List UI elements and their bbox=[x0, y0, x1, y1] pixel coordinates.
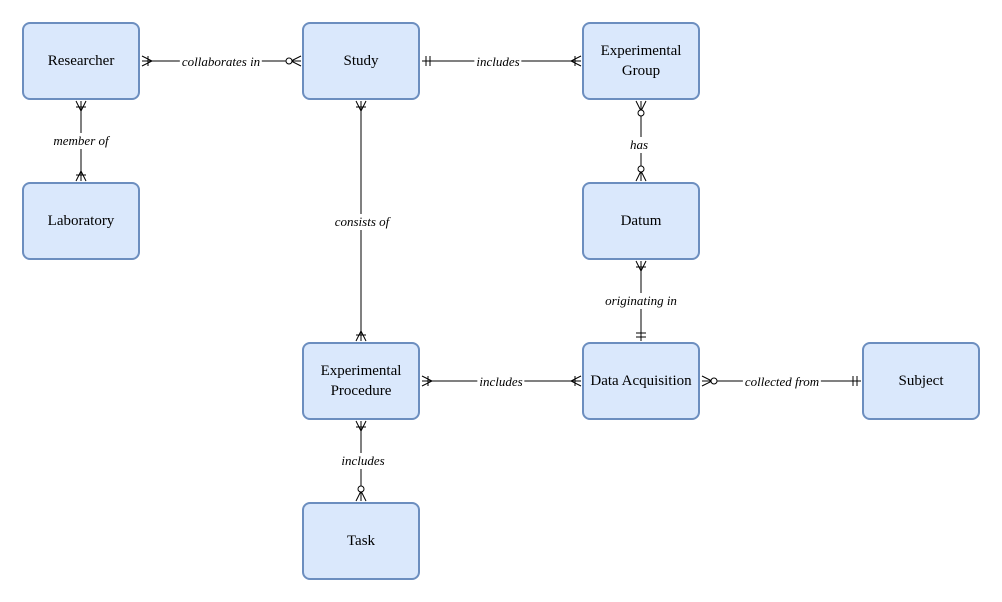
marker-one-or-many bbox=[569, 55, 582, 67]
label-collaborates-in: collaborates in bbox=[179, 54, 263, 70]
entity-datum[interactable]: Datum bbox=[582, 182, 700, 260]
marker-one-or-many bbox=[635, 260, 647, 273]
marker-exactly-one bbox=[425, 56, 431, 66]
marker-one-or-many bbox=[355, 329, 367, 342]
marker-one-or-many bbox=[569, 375, 582, 387]
entity-task[interactable]: Task bbox=[302, 502, 420, 580]
marker-exactly-one bbox=[636, 332, 646, 338]
marker-one-or-many bbox=[75, 169, 87, 182]
marker-one-or-many bbox=[75, 100, 87, 113]
entity-experimental-procedure[interactable]: Experimental Procedure bbox=[302, 342, 420, 420]
marker-one-or-many bbox=[141, 55, 154, 67]
label-includes-task: includes bbox=[339, 453, 387, 469]
entity-laboratory[interactable]: Laboratory bbox=[22, 182, 140, 260]
marker-zero-or-many bbox=[355, 485, 367, 502]
label-includes-acquisition: includes bbox=[477, 374, 525, 390]
label-consists-of: consists of bbox=[332, 214, 392, 230]
label-originating-in: originating in bbox=[603, 293, 679, 309]
label-has: has bbox=[627, 137, 651, 153]
marker-one-or-many bbox=[421, 375, 434, 387]
entity-study[interactable]: Study bbox=[302, 22, 420, 100]
label-collected-from: collected from bbox=[742, 374, 822, 390]
marker-zero-or-many bbox=[701, 375, 718, 387]
label-member-of: member of bbox=[51, 133, 111, 149]
entity-experimental-group[interactable]: Experimental Group bbox=[582, 22, 700, 100]
entity-researcher[interactable]: Researcher bbox=[22, 22, 140, 100]
marker-zero-or-many bbox=[285, 55, 302, 67]
entity-subject[interactable]: Subject bbox=[862, 342, 980, 420]
marker-zero-or-many bbox=[635, 165, 647, 182]
label-includes-group: includes bbox=[474, 54, 522, 70]
marker-exactly-one bbox=[852, 376, 858, 386]
entity-data-acquisition[interactable]: Data Acquisition bbox=[582, 342, 700, 420]
marker-one-or-many bbox=[355, 420, 367, 433]
marker-zero-or-many bbox=[635, 100, 647, 117]
marker-one-or-many bbox=[355, 100, 367, 113]
